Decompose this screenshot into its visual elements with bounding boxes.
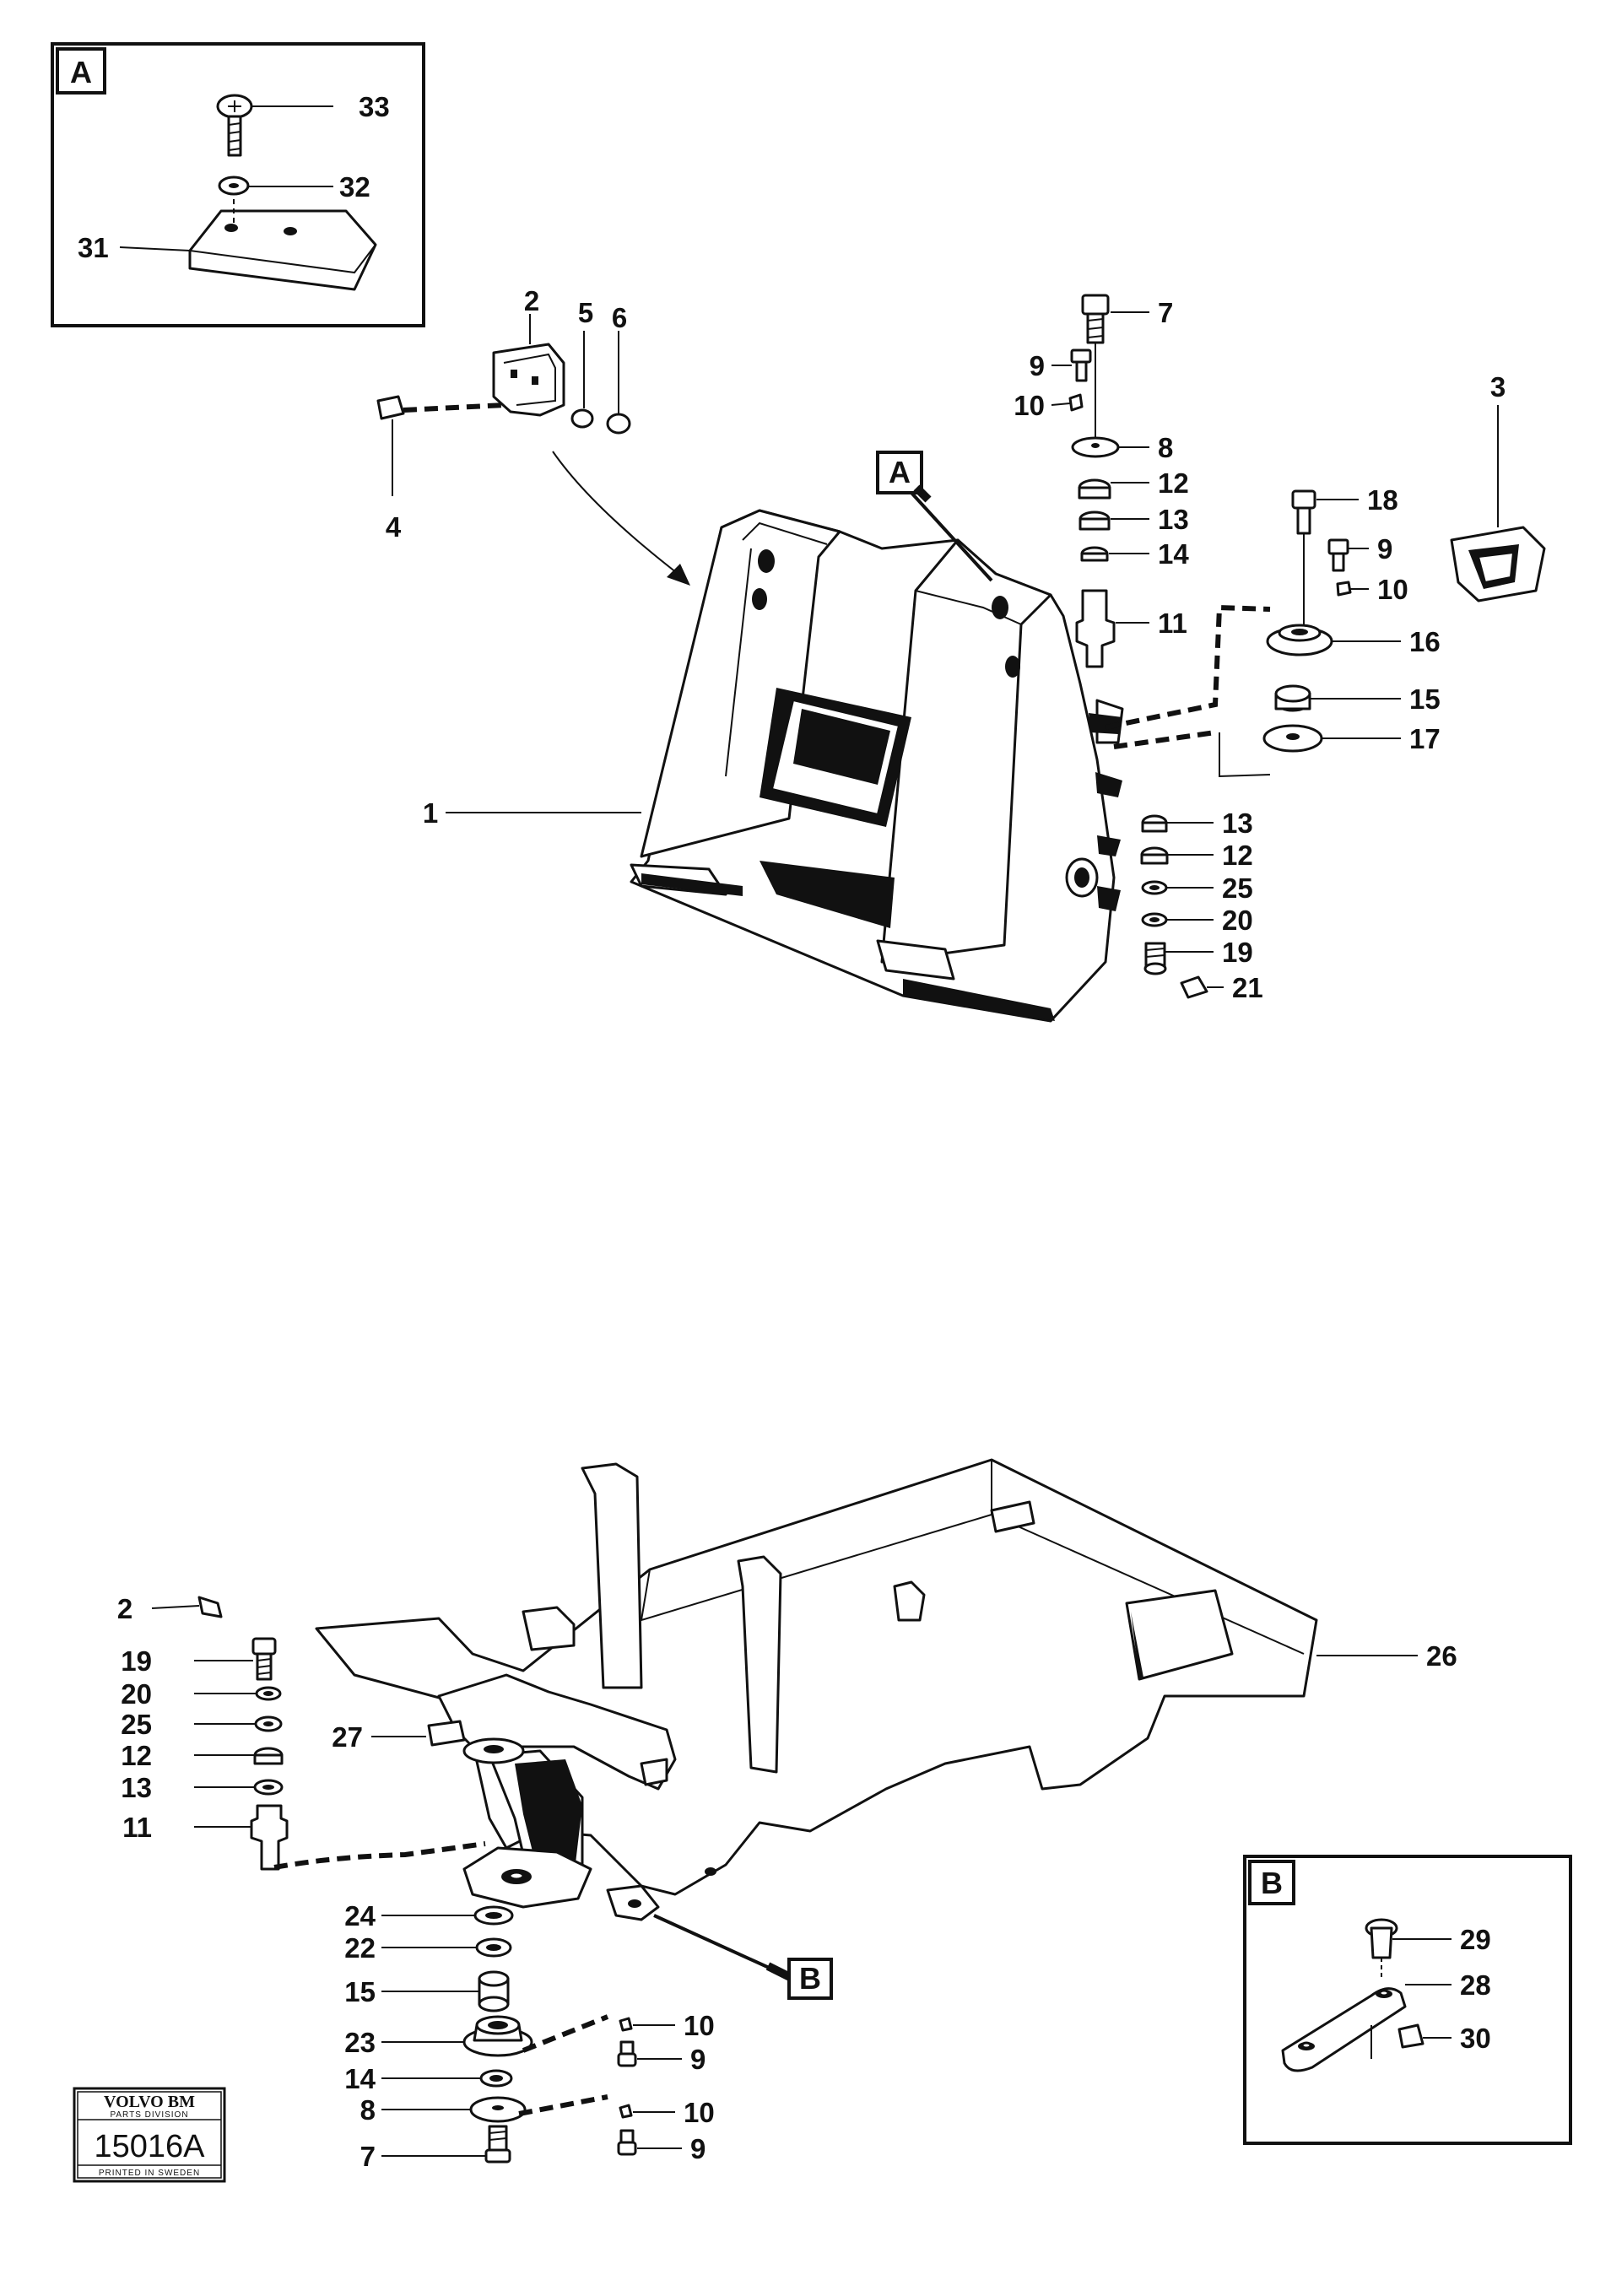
callout-22: 22 <box>344 1932 376 1964</box>
callout-1: 1 <box>423 797 438 829</box>
detail-a-panel: A 33 32 31 <box>51 42 425 327</box>
callout-24: 24 <box>344 1900 376 1931</box>
callout-8b: 8 <box>360 2094 376 2126</box>
callout-2b: 2 <box>117 1593 132 1624</box>
callout-7: 7 <box>1158 297 1173 328</box>
callout-29: 29 <box>1460 1924 1491 1955</box>
callout-15a: 15 <box>1409 683 1441 715</box>
left-pivot-stack <box>197 1596 289 1871</box>
logo-division: PARTS DIVISION <box>110 2110 188 2120</box>
volvo-bm-logo-block: VOLVO BM PARTS DIVISION 15016A PRINTED I… <box>73 2087 226 2183</box>
callout-10d: 10 <box>684 2097 715 2128</box>
bracket-3 <box>1450 526 1546 602</box>
bolt-4 <box>376 395 405 420</box>
callout-30: 30 <box>1460 2023 1491 2054</box>
logo-code: 15016A <box>94 2129 205 2164</box>
bracket-assembly <box>376 314 690 586</box>
callout-25b: 25 <box>121 1709 152 1740</box>
callout-10c: 10 <box>684 2010 715 2041</box>
callout-11b: 11 <box>122 1812 152 1843</box>
logo-brand: VOLVO BM <box>104 2093 195 2111</box>
callout-28: 28 <box>1460 1969 1491 2001</box>
callout-2: 2 <box>524 285 539 316</box>
callout-9a: 9 <box>1030 350 1045 381</box>
callout-10b: 10 <box>1377 574 1408 605</box>
callout-14a: 14 <box>1158 538 1189 570</box>
washer-32 <box>218 176 250 196</box>
callout-13b: 13 <box>1222 808 1253 839</box>
callout-19a: 19 <box>1222 937 1253 968</box>
upper-pivot-stack <box>1068 294 1120 668</box>
screw-33 <box>216 94 253 157</box>
callout-31: 31 <box>78 232 109 263</box>
front-frame-1 <box>630 509 1124 1023</box>
callout-13c: 13 <box>121 1772 152 1803</box>
callout-9b: 9 <box>1377 533 1392 565</box>
callout-10a: 10 <box>1014 390 1045 421</box>
nut-6 <box>606 413 631 435</box>
callout-20b: 20 <box>121 1678 152 1710</box>
pointer-tag-b: B <box>799 1961 821 1996</box>
callout-32: 32 <box>339 171 370 203</box>
callout-8: 8 <box>1158 432 1173 463</box>
lower-pivot-stack <box>1140 814 1208 999</box>
callout-21: 21 <box>1232 972 1263 1003</box>
callout-9d: 9 <box>690 2133 705 2164</box>
callout-3: 3 <box>1490 371 1506 402</box>
logo-printed: PRINTED IN SWEDEN <box>99 2169 200 2178</box>
nut-5 <box>570 408 594 429</box>
detail-a-label: A <box>70 55 92 89</box>
callout-16: 16 <box>1409 626 1441 657</box>
callout-11a: 11 <box>1158 608 1187 639</box>
callout-20a: 20 <box>1222 905 1253 936</box>
callout-4: 4 <box>386 511 402 543</box>
callout-12c: 12 <box>121 1740 152 1771</box>
callout-12a: 12 <box>1158 467 1189 499</box>
pointer-tag-a: A <box>889 455 911 489</box>
callout-25a: 25 <box>1222 872 1253 904</box>
callout-9c: 9 <box>690 2044 705 2075</box>
callout-14b: 14 <box>344 2063 376 2094</box>
detail-b-panel: B <box>1243 1855 1572 2145</box>
callout-5: 5 <box>578 297 593 328</box>
rear-frame-26 <box>315 1458 1318 1921</box>
callout-12b: 12 <box>1222 840 1253 871</box>
callout-26: 26 <box>1426 1640 1457 1672</box>
callout-17: 17 <box>1409 723 1441 754</box>
plate-31 <box>188 199 377 291</box>
callout-13a: 13 <box>1158 504 1189 535</box>
callout-23: 23 <box>344 2027 376 2058</box>
rubber-mount-stack <box>1262 489 1352 753</box>
callout-6: 6 <box>612 302 627 333</box>
callout-7b: 7 <box>360 2141 376 2172</box>
detail-b-label: B <box>1261 1866 1283 1900</box>
callout-27: 27 <box>332 1721 363 1753</box>
callout-18: 18 <box>1367 484 1398 516</box>
callout-33: 33 <box>359 91 390 122</box>
callout-19b: 19 <box>121 1645 152 1677</box>
bottom-mount-stack <box>462 1905 637 2164</box>
callout-15b: 15 <box>344 1976 376 2007</box>
